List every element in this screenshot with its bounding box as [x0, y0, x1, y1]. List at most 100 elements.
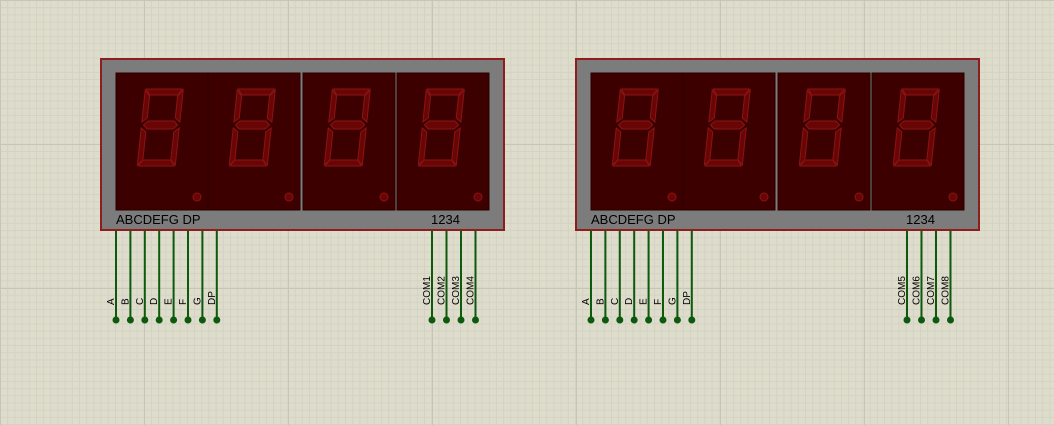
pin-b[interactable]: B	[120, 231, 134, 324]
segment-g	[709, 120, 746, 130]
digit-1	[115, 72, 209, 211]
pin-label: E	[639, 298, 650, 305]
pin-label: COM4	[466, 276, 477, 305]
pin-com5[interactable]: COM5	[897, 231, 911, 324]
pin-terminal[interactable]	[630, 316, 638, 324]
pin-terminal[interactable]	[170, 316, 178, 324]
segment-pin-header: ABCDEFG DP	[116, 212, 201, 227]
segment-d	[612, 159, 651, 167]
segment-d	[799, 159, 838, 167]
segment-b	[174, 88, 184, 124]
digit-window	[590, 72, 684, 211]
pin-d[interactable]: D	[149, 231, 163, 324]
pin-f[interactable]: F	[178, 231, 192, 324]
digit-window	[207, 72, 301, 211]
pin-e[interactable]: E	[639, 231, 653, 324]
digit-2	[682, 72, 776, 211]
segment-f	[233, 88, 243, 124]
pin-com3[interactable]: COM3	[451, 231, 465, 324]
digit-segments	[323, 88, 371, 167]
pin-a[interactable]: A	[106, 231, 120, 324]
segment-d	[893, 159, 932, 167]
pin-com2[interactable]: COM2	[437, 231, 451, 324]
segment-d	[137, 159, 176, 167]
pin-label: COM1	[422, 276, 433, 305]
segment-b	[649, 88, 659, 124]
segment-f	[422, 88, 432, 124]
pin-terminal[interactable]	[645, 316, 653, 324]
digit-4	[871, 72, 965, 211]
segment-b	[741, 88, 751, 124]
pin-g[interactable]: G	[667, 231, 681, 324]
pin-terminal[interactable]	[213, 316, 221, 324]
pin-com8[interactable]: COM8	[941, 231, 955, 324]
pin-terminal[interactable]	[126, 316, 134, 324]
pin-terminal[interactable]	[112, 316, 120, 324]
pin-terminal[interactable]	[932, 316, 940, 324]
pin-terminal[interactable]	[947, 316, 954, 324]
segment-g	[234, 120, 271, 130]
pin-com7[interactable]: COM7	[926, 231, 940, 324]
pin-label: COM7	[926, 276, 937, 305]
pin-com6[interactable]: COM6	[912, 231, 926, 324]
pin-label: F	[653, 299, 664, 305]
segment-f	[616, 88, 626, 124]
pin-label: G	[192, 297, 203, 305]
pin-terminal[interactable]	[659, 316, 667, 324]
pin-terminal[interactable]	[443, 316, 450, 324]
pin-com4[interactable]: COM4	[466, 231, 480, 324]
digit-3	[777, 72, 871, 211]
pin-a[interactable]: A	[581, 231, 595, 324]
pin-terminal[interactable]	[457, 316, 465, 324]
pin-g[interactable]: G	[192, 231, 206, 324]
pin-label: DP	[207, 291, 218, 305]
segment-g	[804, 120, 841, 130]
pin-f[interactable]: F	[653, 231, 667, 324]
digit-segments	[417, 88, 465, 167]
pin-terminal[interactable]	[601, 316, 609, 324]
pin-terminal[interactable]	[141, 316, 149, 324]
pin-terminal[interactable]	[673, 316, 681, 324]
pin-b[interactable]: B	[595, 231, 609, 324]
pin-terminal[interactable]	[472, 316, 479, 324]
pin-com1[interactable]: COM1	[422, 231, 436, 324]
pin-label: COM5	[897, 276, 908, 305]
pin-c[interactable]: C	[135, 231, 149, 324]
pin-e[interactable]: E	[164, 231, 178, 324]
pin-label: B	[120, 298, 131, 305]
pin-terminal[interactable]	[903, 316, 911, 324]
digit-3	[302, 72, 396, 211]
segment-d	[418, 159, 457, 167]
segment-f	[803, 88, 813, 124]
pin-label: A	[106, 298, 117, 305]
pin-terminal[interactable]	[587, 316, 595, 324]
decimal-point	[473, 192, 483, 202]
pin-terminal[interactable]	[688, 316, 696, 324]
digit-window	[777, 72, 871, 211]
pin-dp[interactable]: DP	[682, 231, 696, 324]
segment-a	[712, 88, 751, 96]
common-pin-header: 1234	[906, 212, 935, 227]
digit-segments	[703, 88, 751, 167]
pin-terminal[interactable]	[184, 316, 192, 324]
segment-g	[142, 120, 179, 130]
pin-terminal[interactable]	[616, 316, 624, 324]
pin-terminal[interactable]	[198, 316, 206, 324]
decimal-point	[759, 192, 769, 202]
pin-terminal[interactable]	[918, 316, 925, 324]
pin-label: COM8	[941, 276, 952, 305]
pin-terminal[interactable]	[428, 316, 436, 324]
pin-label: COM6	[912, 276, 923, 305]
pin-d[interactable]: D	[624, 231, 638, 324]
digit-segments	[892, 88, 940, 167]
pin-c[interactable]: C	[610, 231, 624, 324]
digit-1	[590, 72, 684, 211]
pin-dp[interactable]: DP	[207, 231, 221, 324]
pin-terminal[interactable]	[155, 316, 163, 324]
pin-label: G	[667, 297, 678, 305]
digit-4	[396, 72, 490, 211]
